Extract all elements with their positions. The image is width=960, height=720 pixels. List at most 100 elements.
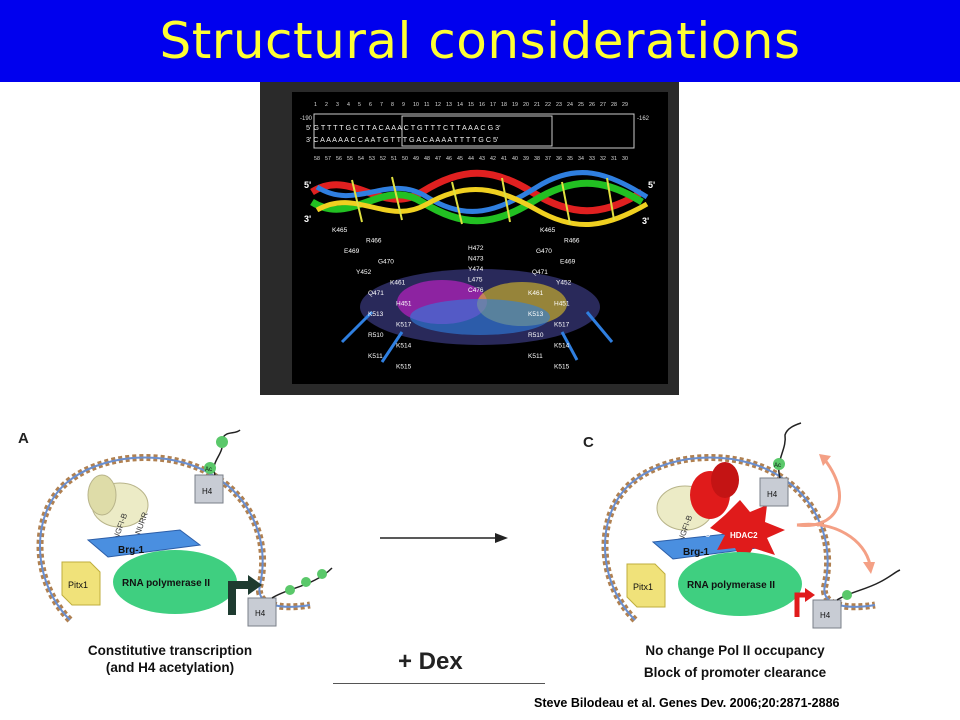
residue-label: K511 — [528, 353, 543, 360]
ac-circle — [317, 569, 327, 579]
residue-label: K461 — [528, 290, 544, 297]
strand-label-3-right: 3' — [642, 216, 649, 226]
brg1-label: Brg-1 — [118, 545, 145, 556]
sequence-number: 40 — [512, 156, 518, 162]
sequence-number: 13 — [446, 102, 452, 108]
ac-circle — [204, 462, 216, 474]
residue-label: K513 — [368, 311, 384, 318]
residue-label: Q471 — [532, 269, 548, 276]
residue-label: K514 — [554, 343, 570, 350]
residue-label: R466 — [564, 238, 580, 245]
pitx1-label: Pitx1 — [68, 580, 88, 590]
ac-circle — [842, 590, 852, 600]
dex-treatment-label: + Dex — [398, 648, 463, 675]
sequence-number: 23 — [556, 102, 562, 108]
sequence-number: 39 — [523, 156, 529, 162]
panel-a-caption: Constitutive transcription (and H4 acety… — [50, 642, 290, 676]
sequence-number: 1 — [314, 102, 317, 108]
sequence-number: 35 — [567, 156, 573, 162]
panel-a-diagram: NGFI-B NURR Brg-1 RNA polymerase II Pitx… — [36, 429, 333, 627]
residue-labels-right: K465R466G470E469Q471Y452K461H451K513K517… — [528, 227, 580, 371]
strand-label-5-left: 5' — [304, 180, 311, 190]
residue-label: K515 — [554, 364, 570, 371]
citation: Steve Bilodeau et al. Genes Dev. 2006;20… — [534, 696, 840, 710]
polymerase-ellipse — [113, 550, 237, 614]
sequence-number: 37 — [545, 156, 551, 162]
hdac2-shape — [710, 500, 785, 565]
residue-labels-left: K465R466E469G470Y452K461Q471H451K513K517… — [332, 227, 412, 371]
residue-label: Y474 — [468, 266, 484, 273]
sequence-number: 2 — [325, 102, 328, 108]
transition-arrow — [380, 533, 508, 543]
sequence-number: 7 — [380, 102, 383, 108]
sequence-number: 17 — [490, 102, 496, 108]
sequence-number: 58 — [314, 156, 320, 162]
hdac2-label: HDAC2 — [730, 531, 758, 540]
ac-label: Ac — [774, 463, 781, 469]
panel-c-diagram: NGFI-B Brg-1 GR HDAC2 RNA polymerase II … — [601, 422, 901, 629]
residue-label: E469 — [560, 259, 576, 266]
residue-label: H451 — [396, 301, 412, 308]
sequence-number: 46 — [446, 156, 452, 162]
title-bar: Structural considerations — [0, 0, 960, 82]
residue-label: R510 — [368, 332, 384, 339]
sequence-number: 27 — [600, 102, 606, 108]
residue-label: G470 — [536, 248, 552, 255]
sequence-number: 9 — [402, 102, 405, 108]
brg1-block — [86, 529, 202, 558]
residue-label: C476 — [468, 287, 484, 294]
dex-underline — [333, 683, 545, 684]
residue-label: K511 — [368, 353, 383, 360]
h4-label-top: H4 — [202, 487, 213, 496]
sequence-number: 21 — [534, 102, 540, 108]
polymerase-ellipse — [678, 552, 802, 616]
h4-label-bottom: H4 — [255, 609, 266, 618]
ac-tail-bottom — [271, 567, 333, 599]
sequence-number: 14 — [457, 102, 463, 108]
sequence-number: 57 — [325, 156, 331, 162]
release-arrow-down — [796, 522, 872, 566]
sequence-number: 33 — [589, 156, 595, 162]
residue-label: K465 — [540, 227, 556, 234]
sequence-number: 4 — [347, 102, 350, 108]
sequence-number: 15 — [468, 102, 474, 108]
h4-cube-bottom — [812, 599, 842, 629]
h4-label-bottom: H4 — [820, 611, 831, 620]
residue-label: H451 — [554, 301, 570, 308]
sequence-number: 24 — [567, 102, 573, 108]
h4-cube-bottom — [247, 597, 277, 627]
sequence-number: 16 — [479, 102, 485, 108]
residue-label: R466 — [366, 238, 382, 245]
sequence-number: 3 — [336, 102, 339, 108]
residue-label: G470 — [378, 259, 394, 266]
sequence-position-left: -190 — [300, 116, 313, 122]
sequence-number: 12 — [435, 102, 441, 108]
pitx1-label: Pitx1 — [633, 582, 653, 592]
residue-label: K517 — [554, 322, 570, 329]
sequence-number: 34 — [578, 156, 584, 162]
panel-c-letter: C — [583, 434, 594, 451]
sequence-number: 54 — [358, 156, 364, 162]
ac-tail-top — [778, 422, 802, 479]
residue-label: H472 — [468, 245, 484, 252]
sequence-inner-box — [401, 115, 553, 147]
ac-circle — [301, 577, 311, 587]
pitx1-block — [626, 563, 666, 608]
sequence-number: 44 — [468, 156, 474, 162]
slide-title: Structural considerations — [159, 12, 801, 70]
sequence-number: 8 — [391, 102, 394, 108]
panel-a: A NGFI-B NURR Brg-1 RNA polymerase II Pi… — [10, 420, 340, 690]
panel-a-caption-line1: Constitutive transcription — [87, 643, 253, 658]
panel-c: C NGFI-B Brg-1 GR HDAC2 RNA polymerase I… — [575, 420, 905, 690]
tss-arrow-head — [248, 575, 262, 595]
residue-label: Q471 — [368, 290, 384, 297]
panel-a-letter: A — [18, 430, 29, 447]
strand-label-3-left: 3' — [304, 214, 311, 224]
residue-label: Y452 — [556, 280, 572, 287]
residue-label: N473 — [468, 256, 484, 263]
sequence-number: 29 — [622, 102, 628, 108]
sequence-number: 5 — [358, 102, 361, 108]
sequence-number: 22 — [545, 102, 551, 108]
sequence-number: 36 — [556, 156, 562, 162]
